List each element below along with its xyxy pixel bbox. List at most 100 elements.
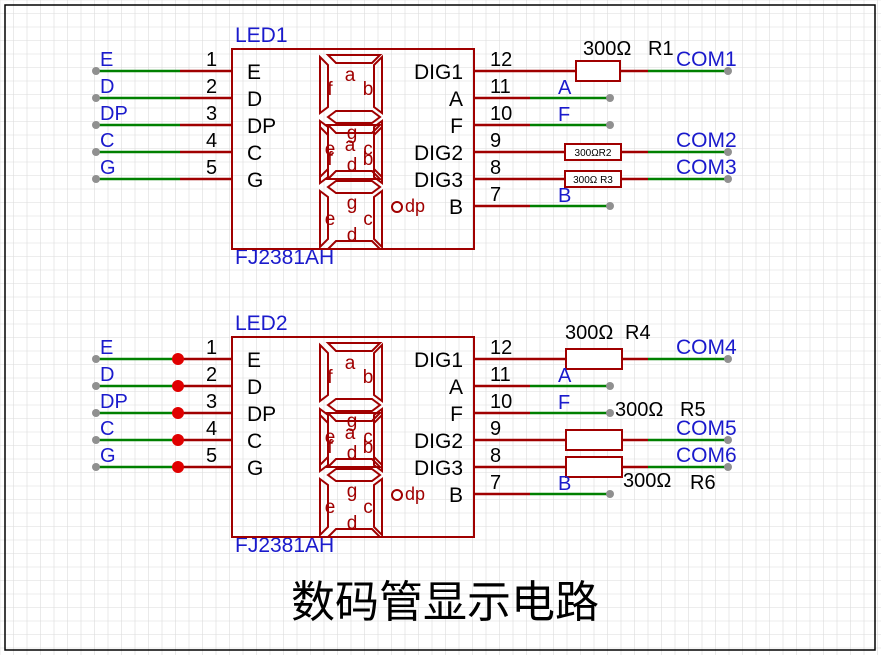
segment-label-e: e — [325, 427, 336, 448]
pin-name: G — [247, 169, 263, 192]
decimal-point — [391, 201, 403, 213]
pin-number: 8 — [490, 157, 501, 179]
segment-label-d: d — [347, 443, 358, 464]
segment-label-c: c — [363, 139, 373, 160]
junction-dot — [172, 461, 184, 473]
pin-number: 11 — [490, 364, 511, 386]
net-label: A — [558, 365, 572, 387]
segment-label-a: a — [345, 353, 356, 374]
pin-name: G — [247, 457, 263, 480]
pin-name: DIG2 — [414, 142, 463, 165]
net-label: COM5 — [676, 417, 737, 440]
pin-name: B — [449, 196, 463, 219]
segment-e-outline — [319, 189, 329, 250]
wire-endpoint — [724, 355, 732, 363]
pin-name: E — [247, 61, 261, 84]
pin-name: DIG1 — [414, 349, 463, 372]
wire-endpoint — [606, 490, 614, 498]
pin-name: F — [450, 115, 463, 138]
segment-label-c: c — [363, 497, 373, 518]
segment-label-f: f — [327, 149, 333, 170]
wire-endpoint — [92, 94, 100, 102]
resistor-ref: R6 — [690, 472, 716, 494]
pin-number: 10 — [490, 103, 512, 125]
net-label: COM1 — [676, 48, 737, 71]
wire-endpoint — [92, 148, 100, 156]
segment-label-f: f — [327, 437, 333, 458]
pin-number: 7 — [490, 184, 501, 206]
segment-label-c: c — [363, 209, 373, 230]
segment-label-a: a — [345, 65, 356, 86]
resistor-body — [565, 429, 623, 451]
wire-endpoint — [92, 463, 100, 471]
segment-b-outline — [373, 342, 383, 403]
net-label: G — [100, 157, 116, 179]
decimal-point — [391, 489, 403, 501]
pin-number: 5 — [206, 157, 217, 179]
segment-label-d: d — [347, 155, 358, 176]
designator-label: LED2 — [235, 312, 288, 335]
segment-g-outline — [326, 180, 382, 194]
resistor-ref: R1 — [648, 38, 674, 60]
segment-f-outline — [319, 342, 329, 403]
segment-label-e: e — [325, 139, 336, 160]
segment-label-b: b — [363, 437, 374, 458]
pin-number: 11 — [490, 76, 511, 98]
segment-d-outline — [325, 458, 383, 468]
pin-name: DP — [247, 403, 276, 426]
net-label: C — [100, 418, 114, 440]
net-label: COM6 — [676, 444, 737, 467]
resistor-label: 300ΩR2 — [575, 148, 612, 159]
segment-c-outline — [373, 189, 383, 250]
resistor-value: 300Ω — [565, 322, 613, 344]
segment-d-outline — [325, 528, 383, 538]
net-label: F — [558, 104, 570, 126]
pin-number: 4 — [206, 130, 217, 152]
junction-dot — [172, 380, 184, 392]
segment-label-e: e — [325, 209, 336, 230]
wire-endpoint — [92, 67, 100, 75]
net-label: C — [100, 130, 114, 152]
pin-name: DP — [247, 115, 276, 138]
net-label: D — [100, 364, 114, 386]
net-label: A — [558, 77, 572, 99]
net-label: COM3 — [676, 156, 737, 179]
net-label: E — [100, 49, 113, 71]
part-number-label: FJ2381AH — [235, 246, 334, 269]
pin-number: 1 — [206, 337, 217, 359]
wire-endpoint — [724, 436, 732, 444]
segment-label-b: b — [363, 149, 374, 170]
pin-number: 7 — [490, 472, 501, 494]
pin-name: C — [247, 142, 262, 165]
segment-d-outline — [325, 170, 383, 180]
designator-label: LED1 — [235, 24, 288, 47]
pin-number: 12 — [490, 337, 512, 359]
segment-e-outline — [319, 477, 329, 538]
net-label: G — [100, 445, 116, 467]
pin-name: A — [449, 376, 463, 399]
wire-endpoint — [92, 121, 100, 129]
pin-name: D — [247, 88, 262, 111]
resistor-value: 300Ω — [583, 38, 631, 60]
net-label: B — [558, 473, 571, 495]
dp-label: dp — [405, 196, 425, 216]
pin-number: 9 — [490, 130, 501, 152]
resistor-body — [565, 456, 623, 478]
pin-name: C — [247, 430, 262, 453]
segment-c-outline — [373, 477, 383, 538]
junction-dot — [172, 353, 184, 365]
diagram-title: 数码管显示电路 — [291, 578, 599, 627]
segment-label-b: b — [363, 79, 374, 100]
pin-name: A — [449, 88, 463, 111]
pin-name: DIG1 — [414, 61, 463, 84]
wire-endpoint — [92, 409, 100, 417]
segment-label-f: f — [327, 79, 333, 100]
segment-g-outline — [326, 110, 382, 124]
resistor-label: 300Ω R3 — [573, 175, 613, 186]
pin-name: DIG3 — [414, 169, 463, 192]
segment-label-d: d — [347, 225, 358, 246]
pin-number: 3 — [206, 103, 217, 125]
segment-a-outline — [325, 124, 383, 134]
